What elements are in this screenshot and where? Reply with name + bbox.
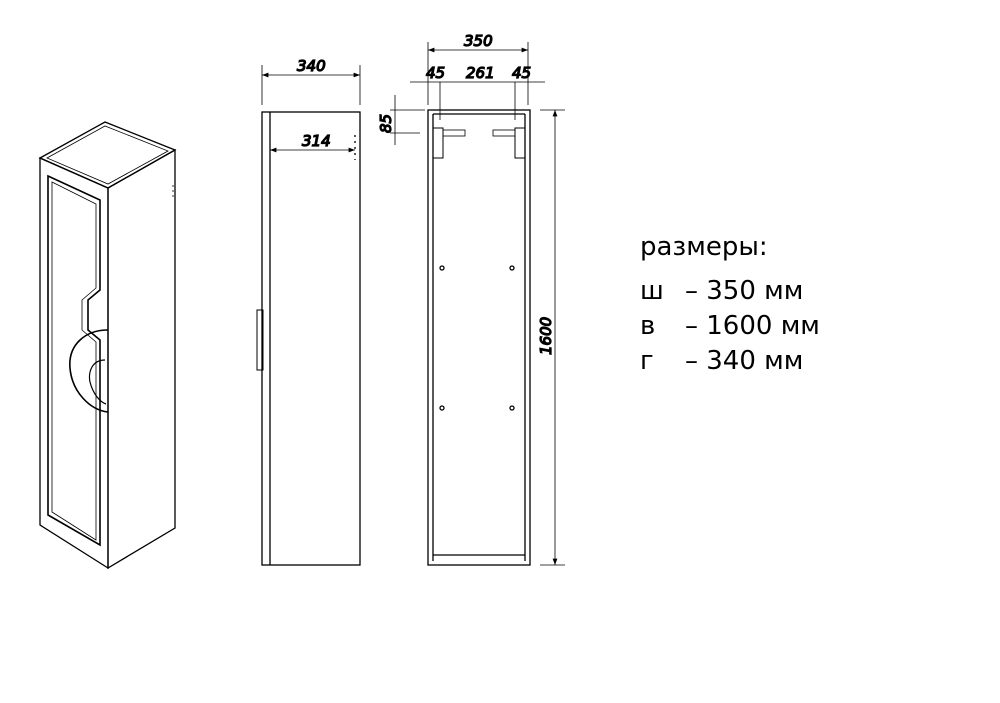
dim-side-inner-depth: 314 [302,132,331,150]
cabinet-side-view [256,65,361,566]
dim-top-offset: 85 [377,114,395,133]
cabinet-isometric-view [38,121,177,570]
spec-depth-label: г [640,346,654,376]
dim-left-offset: 45 [426,64,445,82]
spec-depth-value: – 340 мм [685,346,804,376]
spec-height-label: в [640,311,656,341]
dim-side-depth: 340 [297,57,326,75]
cabinet-front-view [390,42,565,566]
spec-width-label: ш [640,276,664,306]
dim-front-width: 350 [464,32,493,50]
spec-width-value: – 350 мм [685,276,804,306]
spec-height-value: – 1600 мм [685,311,820,341]
specs-title: размеры: [640,232,768,262]
dim-inner-span: 261 [466,64,495,82]
dim-height: 1600 [537,317,555,355]
dim-right-offset: 45 [512,64,531,82]
